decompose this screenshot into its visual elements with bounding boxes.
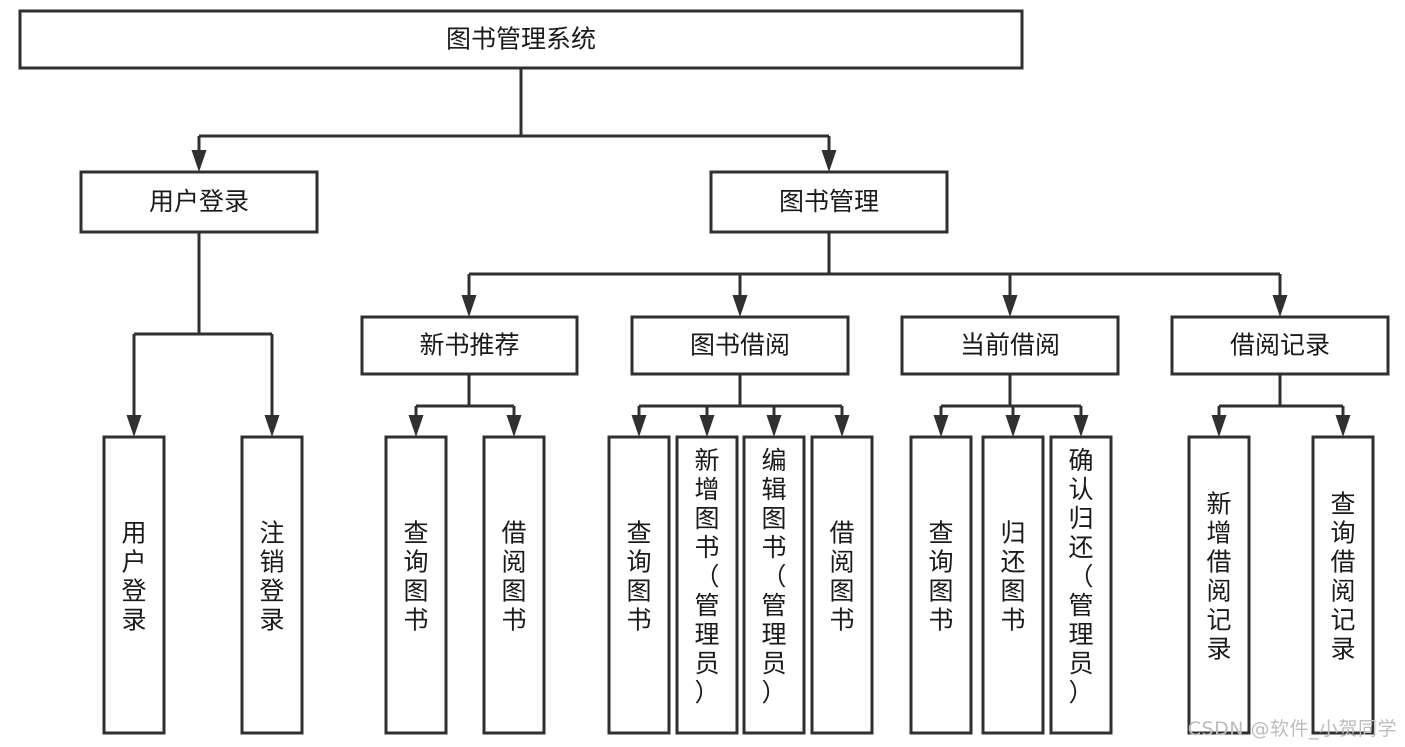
node-label: 图书管理	[779, 187, 879, 216]
node-leaf-borrow-book-2[interactable]: 借阅图书	[810, 435, 874, 735]
node-leaf-user-login[interactable]: 用户登录	[102, 435, 166, 735]
node-root[interactable]: 图书管理系统	[18, 9, 1024, 70]
arrow-head-icon	[461, 295, 477, 317]
node-leaf-borrow-book-1[interactable]: 借阅图书	[482, 435, 546, 735]
connector-layer	[126, 68, 1351, 437]
node-label: 查询图书	[626, 519, 651, 635]
arrow-head-icon	[1002, 295, 1018, 317]
node-label: 新书推荐	[419, 331, 519, 360]
node-box	[630, 315, 850, 376]
node-box	[1049, 435, 1113, 735]
arrow-head-icon	[821, 150, 837, 172]
node-box	[810, 435, 874, 735]
node-box	[102, 435, 166, 735]
arrow-head-icon	[933, 415, 949, 437]
node-leaf-return-book[interactable]: 归还图书	[981, 435, 1045, 735]
node-box	[607, 435, 671, 735]
node-leaf-query-book-1[interactable]: 查询图书	[384, 435, 448, 735]
arrow-head-icon	[1211, 415, 1227, 437]
node-leaf-add-record[interactable]: 新增借阅记录	[1187, 435, 1251, 735]
node-box	[675, 435, 739, 735]
node-label: 编辑图书（管理员）	[761, 446, 786, 707]
node-new-book-rec[interactable]: 新书推荐	[360, 315, 579, 376]
connector-book-manage	[461, 232, 1288, 317]
node-box	[482, 435, 546, 735]
node-book-borrow[interactable]: 图书借阅	[630, 315, 850, 376]
arrow-head-icon	[126, 415, 142, 437]
node-label: 用户登录	[149, 187, 249, 216]
node-label: 归还图书	[1000, 519, 1025, 635]
node-label: 确认归还（管理员）	[1068, 446, 1093, 707]
node-leaf-query-book-2[interactable]: 查询图书	[607, 435, 671, 735]
arrow-head-icon	[631, 415, 647, 437]
arrow-head-icon	[732, 295, 748, 317]
node-label: 注销登录	[259, 519, 284, 635]
arrow-head-icon	[1272, 295, 1288, 317]
arrow-head-icon	[408, 415, 424, 437]
connector-new-book-rec	[408, 374, 522, 437]
arrow-head-icon	[1073, 415, 1089, 437]
node-leaf-user-logout[interactable]: 注销登录	[240, 435, 304, 735]
node-label: 用户登录	[121, 519, 146, 635]
node-box	[360, 315, 579, 376]
node-book-manage[interactable]: 图书管理	[709, 170, 949, 234]
node-label: 查询图书	[403, 519, 428, 635]
node-box	[900, 315, 1120, 376]
connector-user-login	[126, 232, 280, 437]
arrow-head-icon	[766, 415, 782, 437]
node-box	[1187, 435, 1251, 735]
node-leaf-confirm-return[interactable]: 确认归还（管理员）	[1049, 435, 1113, 735]
node-label: 借阅图书	[501, 519, 526, 635]
connector-current-borrow	[933, 374, 1089, 437]
node-label: 当前借阅	[960, 331, 1060, 360]
node-box	[1170, 315, 1390, 376]
arrow-head-icon	[1005, 415, 1021, 437]
node-box	[18, 9, 1024, 70]
arrow-head-icon	[699, 415, 715, 437]
node-label: 查询借阅记录	[1330, 490, 1355, 664]
node-borrow-record[interactable]: 借阅记录	[1170, 315, 1390, 376]
arrow-head-icon	[834, 415, 850, 437]
node-label: 图书管理系统	[446, 25, 596, 54]
node-box	[240, 435, 304, 735]
node-box	[1311, 435, 1375, 735]
node-layer: 图书管理系统用户登录图书管理新书推荐图书借阅当前借阅借阅记录用户登录注销登录查询…	[18, 9, 1390, 735]
node-user-login[interactable]: 用户登录	[79, 170, 319, 234]
node-leaf-query-record[interactable]: 查询借阅记录	[1311, 435, 1375, 735]
node-label: 借阅记录	[1230, 331, 1330, 360]
node-box	[709, 170, 949, 234]
node-box	[909, 435, 973, 735]
csdn-watermark: CSDN @软件_小贺同学	[1187, 718, 1397, 740]
node-leaf-query-book-3[interactable]: 查询图书	[909, 435, 973, 735]
node-box	[742, 435, 806, 735]
node-leaf-edit-book[interactable]: 编辑图书（管理员）	[742, 435, 806, 735]
connector-book-borrow	[631, 374, 850, 437]
arrow-head-icon	[1335, 415, 1351, 437]
node-label: 新增借阅记录	[1206, 490, 1231, 664]
node-label: 查询图书	[928, 519, 953, 635]
connector-borrow-record	[1211, 374, 1351, 437]
node-box	[79, 170, 319, 234]
node-box	[384, 435, 448, 735]
node-label: 图书借阅	[690, 331, 790, 360]
node-leaf-add-book[interactable]: 新增图书（管理员）	[675, 435, 739, 735]
connector-root	[191, 68, 837, 172]
node-label: 新增图书（管理员）	[694, 446, 719, 707]
node-label: 借阅图书	[829, 519, 854, 635]
arrow-head-icon	[506, 415, 522, 437]
node-current-borrow[interactable]: 当前借阅	[900, 315, 1120, 376]
arrow-head-icon	[264, 415, 280, 437]
arrow-head-icon	[191, 150, 207, 172]
node-box	[981, 435, 1045, 735]
